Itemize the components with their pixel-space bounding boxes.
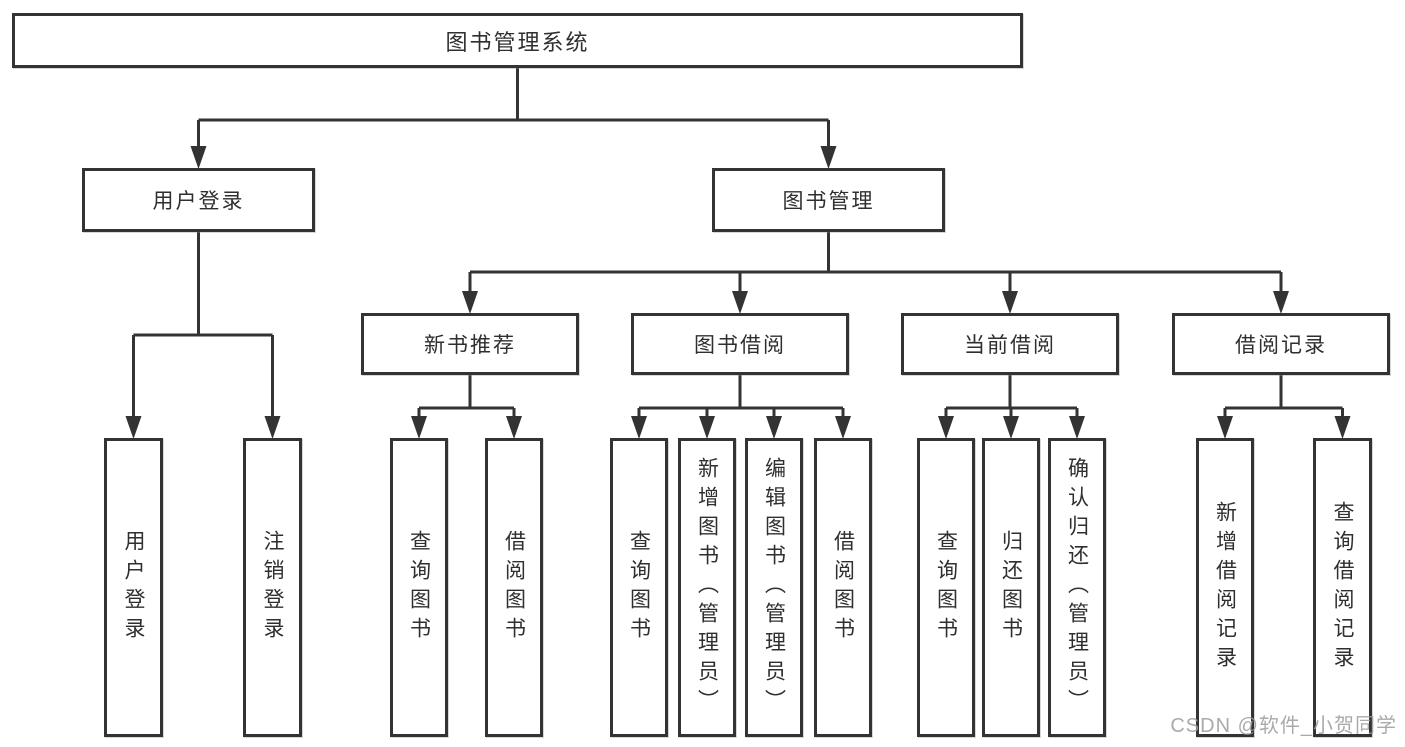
- node-leaf-br-add: 新增借阅记录: [1196, 438, 1254, 737]
- node-leaf-br-query: 查询借阅记录: [1313, 438, 1372, 737]
- arrowhead-icon: [835, 416, 851, 439]
- arrowhead-icon: [190, 146, 207, 169]
- node-leaf-bb-edit: 编辑图书（管理员）: [745, 438, 803, 737]
- arrowhead-icon: [462, 291, 478, 314]
- arrowhead-icon: [732, 291, 748, 314]
- node-book-borrow: 图书借阅: [631, 313, 849, 375]
- arrowhead-icon: [411, 416, 427, 439]
- node-leaf-bb-borrow: 借阅图书: [814, 438, 872, 737]
- arrowhead-icon: [938, 416, 954, 439]
- node-leaf-cb-confirm: 确认归还（管理员）: [1048, 438, 1106, 737]
- arrowhead-icon: [631, 416, 647, 439]
- node-leaf-bb-add: 新增图书（管理员）: [678, 438, 736, 737]
- node-leaf-cb-query: 查询图书: [917, 438, 975, 737]
- node-current-borrow: 当前借阅: [901, 313, 1119, 375]
- node-book-mgmt: 图书管理: [712, 168, 945, 232]
- node-leaf-nb-borrow: 借阅图书: [485, 438, 543, 737]
- node-leaf-user-login: 用户登录: [104, 438, 163, 737]
- node-leaf-logout: 注销登录: [243, 438, 302, 737]
- node-leaf-nb-query: 查询图书: [390, 438, 448, 737]
- arrowhead-icon: [1069, 416, 1085, 439]
- arrowhead-icon: [506, 416, 522, 439]
- node-leaf-bb-query: 查询图书: [610, 438, 668, 737]
- arrowhead-icon: [1002, 291, 1018, 314]
- arrowhead-icon: [820, 146, 837, 169]
- node-root: 图书管理系统: [12, 13, 1023, 68]
- node-user-login: 用户登录: [82, 168, 315, 232]
- node-borrow-record: 借阅记录: [1172, 313, 1390, 375]
- node-leaf-cb-return: 归还图书: [982, 438, 1040, 737]
- arrowhead-icon: [1003, 416, 1019, 439]
- arrowhead-icon: [1217, 416, 1233, 439]
- arrowhead-icon: [1273, 291, 1289, 314]
- arrowhead-icon: [264, 416, 281, 439]
- node-new-book-rec: 新书推荐: [361, 313, 579, 375]
- arrowhead-icon: [125, 416, 142, 439]
- arrowhead-icon: [1334, 416, 1351, 439]
- arrowhead-icon: [766, 416, 782, 439]
- arrowhead-icon: [699, 416, 715, 439]
